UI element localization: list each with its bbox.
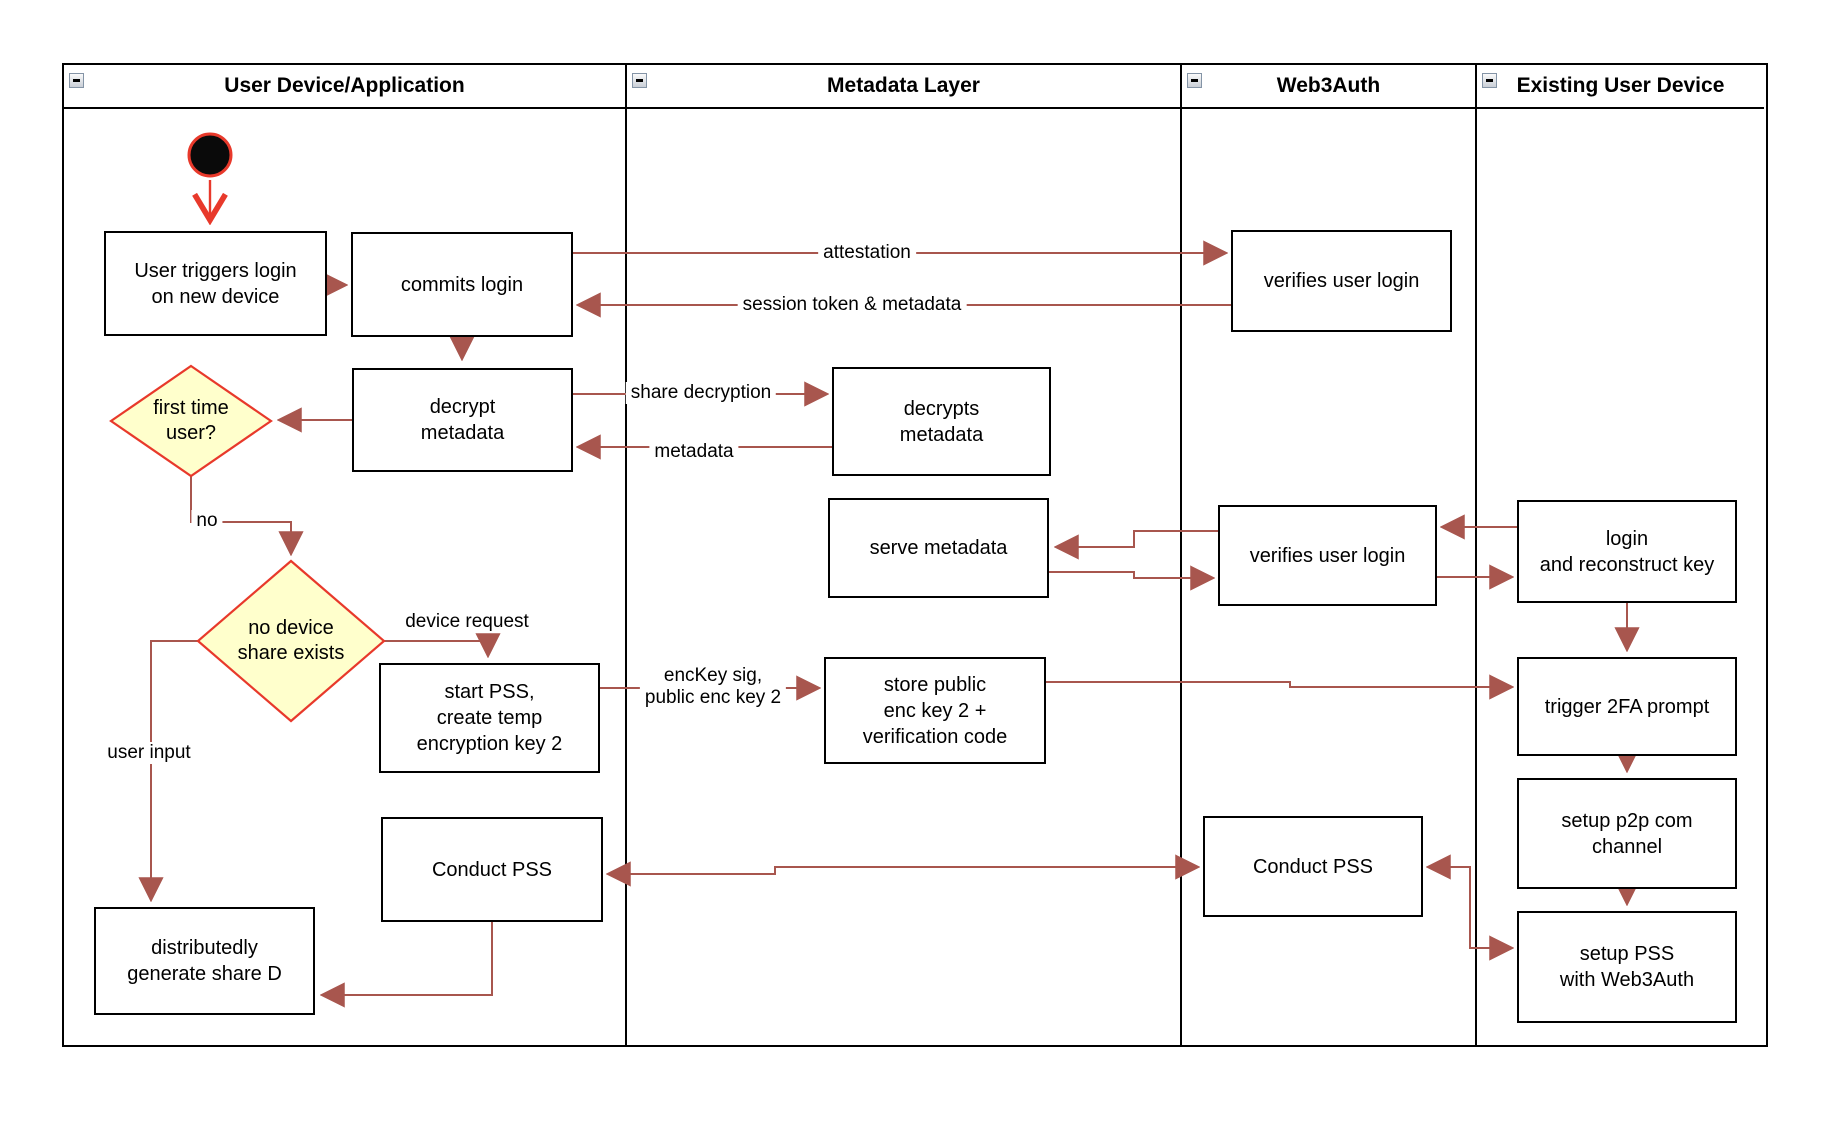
edge-label-share-decryption: share decryption — [625, 382, 777, 404]
edge-label-device-request: device request — [405, 611, 529, 632]
node-setup-pss-web3auth: setup PSS with Web3Auth — [1517, 911, 1737, 1023]
decision-first-time-user-label: first time user? — [153, 397, 229, 444]
edge-verifies-to-serve — [1056, 530, 1218, 547]
node-login-reconstruct-key: login and reconstruct key — [1517, 500, 1737, 603]
node-decrypt-metadata: decrypt metadata — [352, 368, 573, 472]
edge-label-attestation: attestation — [818, 242, 916, 264]
edge-user-input — [151, 640, 198, 900]
decision-no-device-share — [196, 559, 386, 723]
edge-no-branch — [190, 476, 291, 554]
decision-first-time-user — [109, 364, 273, 478]
node-user-triggers-login: User triggers login on new device — [104, 231, 327, 336]
edge-label-no: no — [191, 510, 223, 532]
node-conduct-pss-user: Conduct PSS — [381, 817, 603, 922]
decision-no-device-share-label: no device share exists — [237, 617, 345, 664]
lane-divider-1 — [625, 63, 627, 1047]
node-commits-login: commits login — [351, 232, 573, 337]
edge-serve-to-verifies — [1049, 572, 1213, 578]
node-store-public-key: store public enc key 2 + verification co… — [824, 657, 1046, 764]
lane-header-web3auth: Web3Auth — [1182, 65, 1475, 109]
node-verifies-user-login-2: verifies user login — [1218, 505, 1437, 606]
node-verifies-user-login-1: verifies user login — [1231, 230, 1452, 332]
edge-conduct-pss-link — [608, 867, 1198, 874]
lane-header-existing-user-device: Existing User Device — [1477, 65, 1764, 109]
node-setup-p2p: setup p2p com channel — [1517, 778, 1737, 889]
edge-conduct-to-generate — [322, 922, 493, 995]
collapse-icon[interactable] — [632, 73, 647, 88]
start-node — [187, 132, 233, 178]
lane-header-user-device: User Device/Application — [64, 65, 625, 109]
collapse-icon[interactable] — [69, 73, 84, 88]
edge-label-session-token: session token & metadata — [737, 294, 967, 316]
edge-store-to-2fa — [1046, 682, 1512, 687]
edge-label-enckey: encKey sig, public enc key 2 — [639, 665, 787, 709]
lane-title: Web3Auth — [1276, 74, 1381, 97]
edge-device-request — [384, 641, 488, 656]
node-conduct-pss-web3auth: Conduct PSS — [1203, 816, 1423, 917]
edge-setuppss-conduct-link — [1428, 867, 1512, 948]
node-decrypts-metadata: decrypts metadata — [832, 367, 1051, 476]
lane-title: Existing User Device — [1516, 74, 1725, 97]
collapse-icon[interactable] — [1482, 73, 1497, 88]
lane-divider-2 — [1180, 63, 1182, 1047]
node-trigger-2fa: trigger 2FA prompt — [1517, 657, 1737, 756]
node-serve-metadata: serve metadata — [828, 498, 1049, 598]
edge-label-metadata: metadata — [649, 441, 739, 463]
lane-divider-3 — [1475, 63, 1477, 1047]
collapse-icon[interactable] — [1187, 73, 1202, 88]
node-generate-share-d: distributedly generate share D — [94, 907, 315, 1015]
lane-title: User Device/Application — [224, 74, 465, 97]
lane-title: Metadata Layer — [827, 74, 980, 97]
lane-header-metadata-layer: Metadata Layer — [627, 65, 1180, 109]
node-start-pss: start PSS, create temp encryption key 2 — [379, 663, 600, 773]
edge-label-user-input: user input — [102, 742, 196, 764]
